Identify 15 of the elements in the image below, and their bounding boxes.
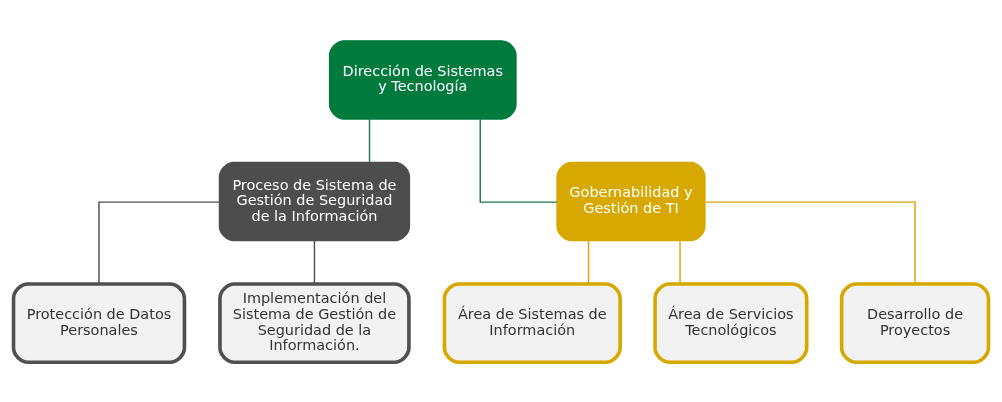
node-box: Desarrollo de Proyectos: [839, 281, 991, 364]
connector: [479, 118, 558, 203]
connector: [679, 239, 681, 284]
connector: [368, 117, 371, 163]
node-box: Dirección de Sistemas y Tecnología: [328, 39, 517, 120]
connector: [587, 239, 590, 284]
connector: [704, 200, 916, 284]
node-box: Área de Sistemas de Información: [442, 281, 622, 364]
node-box: Gobernabilidad y Gestión de TI: [556, 161, 706, 241]
connector: [98, 200, 221, 284]
connector: [313, 239, 316, 284]
node-box: Área de Servicios Tecnológicos: [653, 281, 809, 364]
node-box: Protección de Datos Personales: [11, 281, 187, 364]
node-box: Implementación del Sistema de Gestión de Seguridad de la Información.: [218, 281, 411, 364]
node-box: Proceso de Sistema de Gestión de Seguridad de la Información: [218, 161, 411, 241]
